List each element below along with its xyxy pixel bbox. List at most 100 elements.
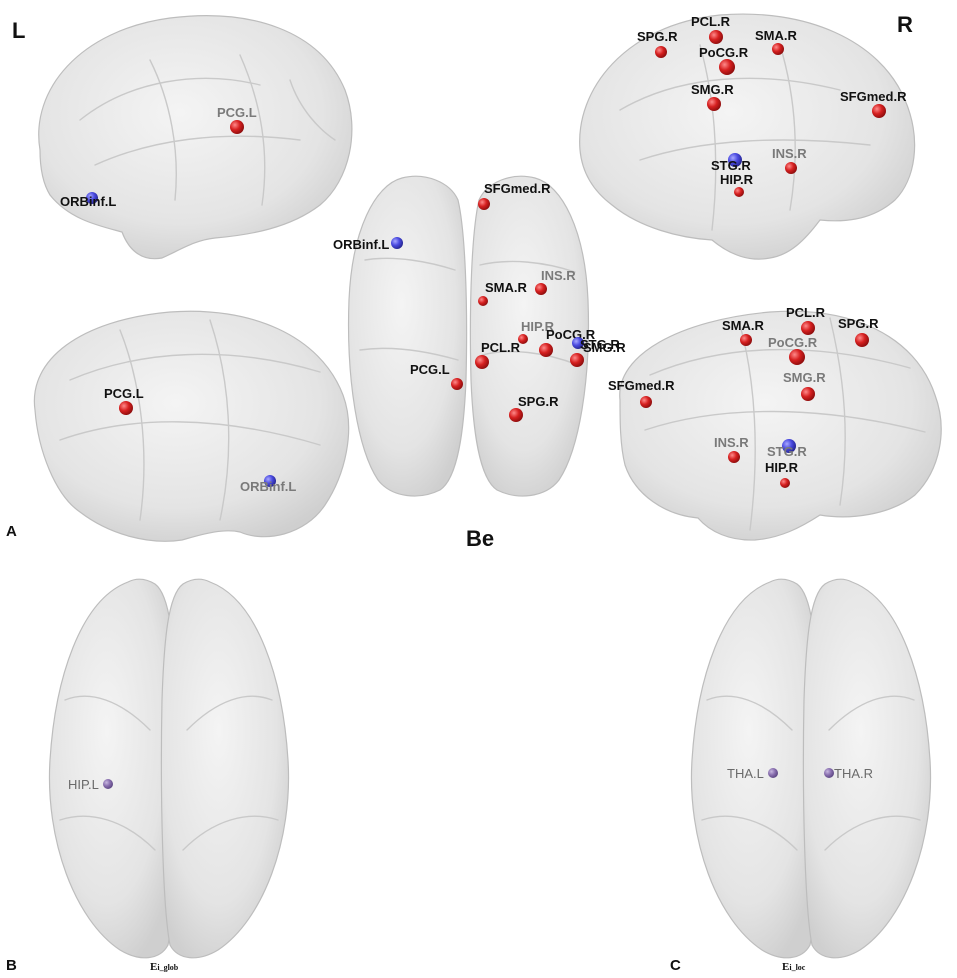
node-label-left-lateral-orbinf-l: ORBinf.L [60,194,116,209]
node-right-lateral-smg-r [707,97,721,111]
node-right-medial-sma-r [740,334,752,346]
caption-c: Ei_loc [782,961,806,973]
node-label-right-medial-spg-r: SPG.R [838,316,879,331]
caption-c-sub: i_loc [789,963,805,972]
node-dorsal-spg-r [509,408,523,422]
node-axial-c-tha-l [768,768,778,778]
node-label-axial-b-hip-l: HIP.L [68,777,99,792]
node-label-right-lateral-hip-r: HIP.R [720,172,754,187]
node-right-lateral-hip-r [734,187,744,197]
node-right-medial-pocg-r [789,349,805,365]
caption-b-sub: i_glob [157,963,178,972]
node-dorsal-pcg-l [451,378,463,390]
node-label-dorsal-spg-r: SPG.R [518,394,559,409]
node-right-medial-hip-r [780,478,790,488]
node-right-medial-spg-r [855,333,869,347]
node-dorsal-sfgmed-r [478,198,490,210]
node-label-dorsal-orbinf-l: ORBinf.L [333,237,389,252]
node-label-right-lateral-smg-r: SMG.R [691,82,734,97]
node-label-right-medial-hip-r: HIP.R [765,460,799,475]
view-right-medial-nodes: PCL.R SMA.R SPG.R PoCG.R SMG.R SFGmed.R INS.R S… [608,305,879,488]
node-right-medial-stg-r [782,439,796,453]
node-axial-b-hip-l [103,779,113,789]
panel-label-c: C [670,957,681,974]
node-label-right-medial-pocg-r: PoCG.R [768,335,818,350]
node-label-right-lateral-pocg-r: PoCG.R [699,45,749,60]
center-title: Be [466,526,494,551]
node-right-lateral-pocg-r [719,59,735,75]
brain-right-lateral [579,13,916,260]
caption-c-main: E [782,961,789,973]
brain-axial-c [690,578,932,959]
view-left-lateral-nodes: PCG.L ORBinf.L [60,105,257,209]
view-dorsal-nodes: SFGmed.R ORBinf.L INS.R SMA.R HIP.RPoCG.RSTG… [333,181,626,422]
node-right-medial-ins-r [728,451,740,463]
node-axial-c-tha-r [824,768,834,778]
node-label-left-lateral-pcg-l: PCG.L [217,105,257,120]
panel-label-b: B [6,957,17,974]
brain-left-medial [33,310,350,542]
node-label-right-lateral-pcl-r: PCL.R [691,14,731,29]
node-left-lateral-pcg-l [230,120,244,134]
node-label-dorsal-ins-r: INS.R [541,268,576,283]
node-right-medial-smg-r [801,387,815,401]
node-dorsal-pocg-r [539,343,553,357]
node-right-medial-sfgmed-r [640,396,652,408]
hemisphere-right-label: R [897,12,913,37]
node-right-lateral-sfgmed-r [872,104,886,118]
node-dorsal-sma-r [478,296,488,306]
node-dorsal-stg-r [572,337,584,349]
node-label-left-medial-orbinf-l: ORBinf.L [240,479,296,494]
node-label-axial-c-tha-l: THA.L [727,766,764,781]
node-dorsal-smg-r [570,353,584,367]
node-label-dorsal-sma-r: SMA.R [485,280,528,295]
brain-dorsal [347,175,590,497]
node-dorsal-hip-r [518,334,528,344]
node-left-medial-pcg-l [119,401,133,415]
view-left-medial-nodes: PCG.L ORBinf.L [104,386,296,494]
node-left-medial-orbinf-l [264,475,276,487]
brain-right-medial [619,310,942,541]
node-label-right-medial-sma-r: SMA.R [722,318,765,333]
node-dorsal-orbinf-l [391,237,403,249]
panel-label-a: A [6,523,17,540]
node-right-lateral-stg-r [728,153,742,167]
node-label-right-medial-pcl-r: PCL.R [786,305,826,320]
node-label-right-medial-sfgmed-r: SFGmed.R [608,378,675,393]
view-axial-b-nodes: HIP.L [68,777,113,792]
node-right-lateral-spg-r [655,46,667,58]
node-label-dorsal-pocg-r: PoCG.R [546,327,596,342]
brain-axial-b [48,578,290,959]
node-label-dorsal-pcl-r: PCL.R [481,340,521,355]
node-label-axial-c-tha-r: THA.R [834,766,873,781]
node-label-dorsal-pcg-l: PCG.L [410,362,450,377]
view-right-lateral-nodes: SPG.R PCL.R SMA.R PoCG.R SMG.R SFGmed.R STG.R I… [637,14,907,197]
node-label-right-medial-ins-r: INS.R [714,435,749,450]
node-label-dorsal-smg-r: SMG.R [583,340,626,355]
node-label-dorsal-sfgmed-r: SFGmed.R [484,181,551,196]
node-dorsal-ins-r [535,283,547,295]
node-dorsal-pcl-r [475,355,489,369]
view-axial-c-nodes: THA.L THA.R [727,766,873,781]
node-label-dorsal-stg-r: STG.R [580,337,620,352]
node-label-right-lateral-stg-r: STG.R [711,158,751,173]
caption-b: Ei_glob [150,961,179,973]
node-label-left-medial-pcg-l: PCG.L [104,386,144,401]
node-label-right-lateral-ins-r: INS.R [772,146,807,161]
hemisphere-left-label: L [12,18,25,43]
node-right-lateral-sma-r [772,43,784,55]
node-label-right-medial-smg-r: SMG.R [783,370,826,385]
brain-left-lateral [38,15,353,260]
node-label-right-lateral-sfgmed-r: SFGmed.R [840,89,907,104]
node-label-right-medial-stg-r: STG.R [767,444,807,459]
node-label-dorsal-hip-r: HIP.R [521,319,555,334]
node-right-lateral-pcl-r [709,30,723,44]
node-label-right-lateral-spg-r: SPG.R [637,29,678,44]
node-left-lateral-orbinf-l [86,192,98,204]
caption-b-main: E [150,961,157,973]
nodes-layer: PCG.L ORBinf.L PCG.L ORBinf.L SFGmed.R ORBinf… [60,14,907,792]
node-label-right-lateral-sma-r: SMA.R [755,28,798,43]
node-right-medial-pcl-r [801,321,815,335]
node-right-lateral-ins-r [785,162,797,174]
